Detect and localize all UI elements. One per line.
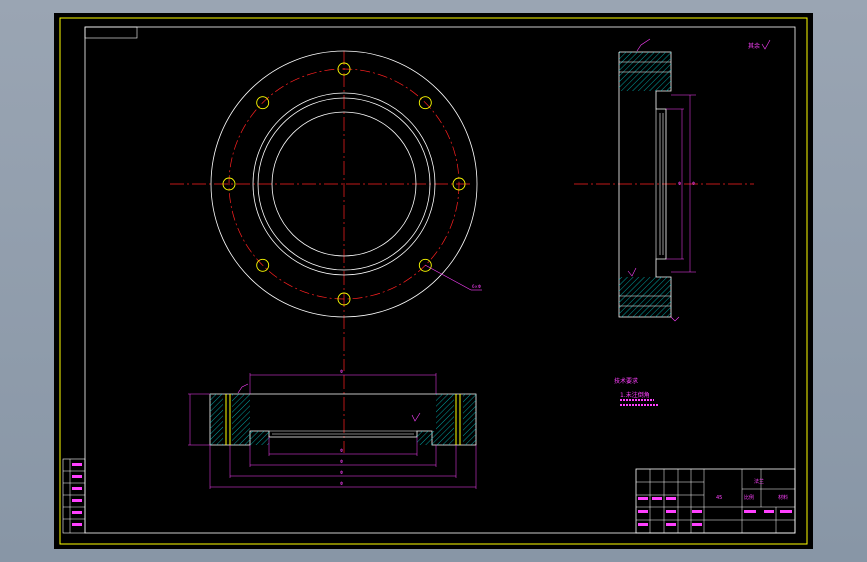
side-view: Φ Φ [574, 38, 754, 322]
bolt-hole [337, 62, 351, 76]
tech-notes-title: 技术要求 [614, 377, 638, 385]
hole-leader-line [424, 264, 472, 291]
bolt-hole [418, 258, 432, 272]
spigot-step-circle [257, 97, 431, 271]
top-left-stamp-box [84, 26, 138, 39]
side-view-hatch-top [619, 52, 671, 91]
svg-text:Φ: Φ [340, 448, 343, 453]
svg-text:Φ: Φ [340, 459, 343, 464]
title-block-material-label: 材料 [778, 494, 788, 501]
title-block: 法兰 比例 材料 45 [635, 468, 796, 534]
svg-text:Φ: Φ [692, 181, 695, 186]
bolt-holes [222, 62, 466, 306]
sheet-border-outer [59, 17, 808, 545]
tech-notes-line-1: 1.未注倒角 [620, 391, 650, 399]
bolt-hole [452, 177, 466, 191]
section-view: Φ Φ Φ Φ Φ [188, 369, 477, 489]
sheet-border-inner [84, 26, 796, 534]
hole-leader-label: 6×Φ [472, 284, 481, 289]
svg-text:Φ: Φ [340, 369, 343, 374]
bore-circle [271, 111, 417, 257]
bolt-hole [337, 292, 351, 306]
bolt-circle [228, 68, 460, 300]
title-block-part-name: 法兰 [754, 478, 764, 485]
cad-viewport[interactable]: 6×Φ Φ Φ 其余 [54, 13, 813, 549]
cad-drawing: 6×Φ Φ Φ 其余 [59, 17, 808, 545]
general-roughness-note: 其余 [748, 39, 771, 50]
front-view: 6×Φ [170, 50, 482, 371]
flange-outer-circle [210, 50, 478, 318]
title-block-scale-label: 比例 [744, 494, 754, 501]
svg-text:Φ: Φ [678, 181, 681, 186]
bolt-hole [222, 177, 236, 191]
bolt-hole [256, 96, 270, 110]
bolt-hole [256, 258, 270, 272]
bolt-hole [418, 96, 432, 110]
spigot-outer-circle [252, 92, 436, 276]
section-dimensions: Φ Φ Φ Φ Φ [188, 369, 477, 489]
technical-requirements: 技术要求 1.未注倒角 [614, 377, 658, 406]
side-view-hatch-bottom [619, 277, 671, 317]
svg-text:Φ: Φ [340, 481, 343, 486]
left-revision-strip [62, 458, 86, 534]
title-block-material-code: 45 [716, 495, 722, 501]
svg-text:其余: 其余 [748, 42, 760, 50]
svg-text:Φ: Φ [340, 470, 343, 475]
